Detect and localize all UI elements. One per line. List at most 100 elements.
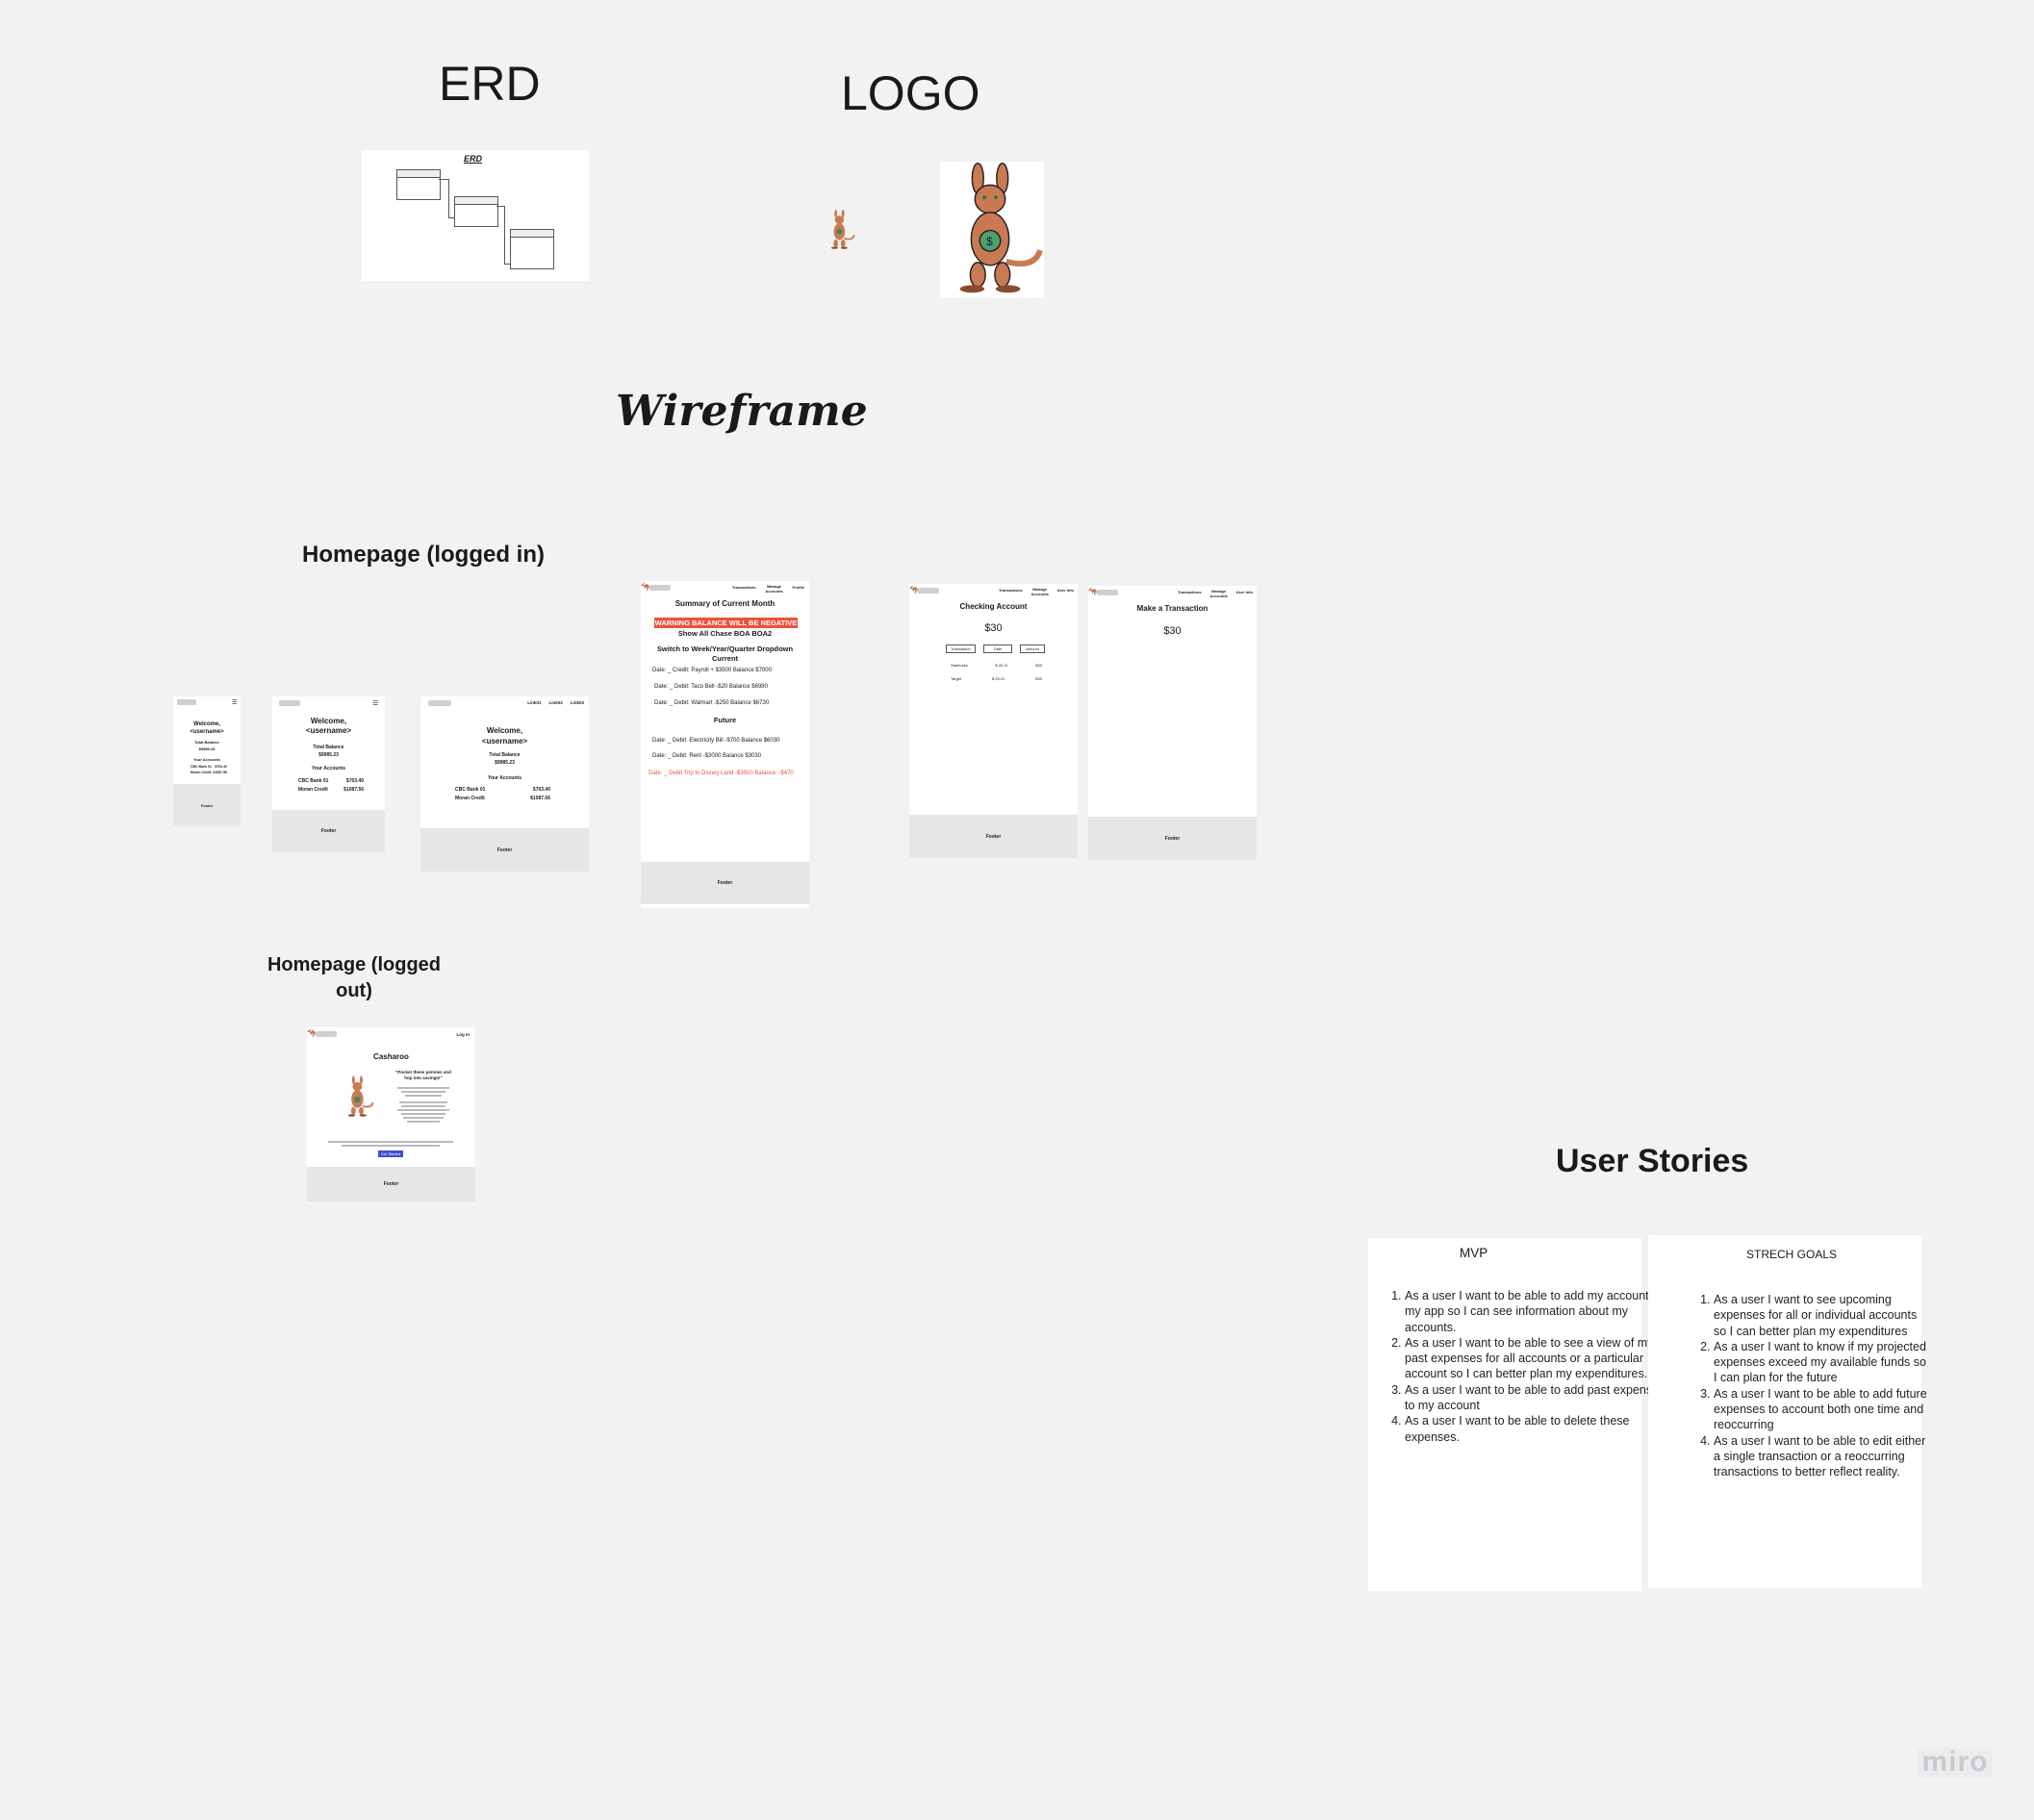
erd-title: ERD (439, 57, 541, 111)
footer: Footer (909, 815, 1078, 858)
kangaroo-hero-icon (347, 1075, 374, 1117)
table-row[interactable]: Starbucks$.20.21$30 (951, 663, 1042, 668)
total-balance-value: $9985.23 (495, 760, 515, 766)
miro-watermark[interactable]: miro (1918, 1747, 1993, 1778)
welcome-text: Welcome, (193, 721, 220, 727)
mvp-story[interactable]: As a user I want to be able to see a vie… (1405, 1335, 1670, 1382)
column-header[interactable]: Transaction (946, 645, 976, 653)
wireframe-tablet[interactable]: Link01 Link02 Link03 Welcome, <username>… (420, 696, 589, 872)
nav-link[interactable]: User Info (1235, 590, 1253, 594)
kangaroo-logo-small[interactable] (825, 202, 855, 258)
stretch-goals-card[interactable]: STRECH GOALS As a user I want to see upc… (1648, 1235, 1927, 1588)
erd-table-accounts (454, 196, 498, 227)
wireframe-logged-out[interactable]: 🦘 Log In Casharoo "Pocket those pennies … (307, 1027, 475, 1201)
show-all-filter[interactable]: Show All Chase BOA BOA2 (677, 629, 773, 638)
transaction-item[interactable]: Date: _ Debit: Electricity Bill -$700 Ba… (652, 738, 780, 744)
column-header[interactable]: Amount (1020, 645, 1045, 653)
nav-link[interactable]: Transactions (998, 588, 1023, 593)
homepage-logged-in-title: Homepage (logged in) (302, 542, 545, 568)
stretch-story-list: As a user I want to see upcoming expense… (1677, 1292, 1931, 1480)
nav-link[interactable]: Profile (792, 585, 804, 590)
nav-link[interactable]: Manage Accounts (1030, 587, 1049, 596)
footer: Footer (641, 862, 809, 904)
account-row[interactable]: CBC Bank 01$703.40 (298, 778, 364, 784)
mvp-story[interactable]: As a user I want to be able to add my ac… (1405, 1288, 1670, 1335)
get-started-button[interactable]: Get Started (378, 1150, 403, 1157)
account-row[interactable]: Moran Credit$1087.56 (191, 771, 227, 774)
transaction-item-warning[interactable]: Date: _ Debit Trip to Disney Land -$3500… (648, 771, 794, 776)
nav-link[interactable]: Transactions (731, 585, 756, 590)
mvp-card[interactable]: MVP As a user I want to be able to add m… (1368, 1238, 1668, 1591)
tagline: "Pocket those pennies and hop into savin… (395, 1070, 451, 1080)
stretch-story[interactable]: As a user I want to be able to edit eith… (1714, 1433, 1931, 1480)
table-row[interactable]: Target$.20.21$30 (951, 676, 1042, 681)
wireframe-title: Wireframe (616, 387, 868, 436)
account-row[interactable]: CBC Bank 01$703.40 (455, 787, 550, 793)
transaction-amount[interactable]: $30 (1163, 625, 1182, 637)
svg-text:$: $ (986, 236, 993, 248)
erd-diagram[interactable]: ERD (362, 150, 589, 281)
total-balance-label: Total Balance (489, 752, 521, 758)
period-dropdown[interactable]: Switch to Week/Year/Quarter Dropdown (656, 645, 794, 653)
nav-link[interactable]: Link03 (570, 700, 584, 705)
wireframe-mobile-small[interactable]: ☰ Welcome, <username> Total Balance $998… (173, 696, 241, 826)
kangaroo-nav-icon: 🦘 (641, 582, 652, 592)
mvp-story[interactable]: As a user I want to be able to add past … (1405, 1382, 1670, 1414)
erd-relation (504, 264, 510, 265)
your-accounts-label: Your Accounts (487, 775, 521, 781)
nav-link[interactable]: Transactions (1177, 590, 1202, 594)
account-row[interactable]: CBC Bank 01$703.40 (191, 765, 227, 769)
nav-logo (177, 699, 196, 705)
column-header[interactable]: Date (982, 645, 1013, 653)
stretch-story[interactable]: As a user I want to be able to add futur… (1714, 1386, 1931, 1433)
kangaroo-logo-large[interactable]: $ (940, 162, 1044, 297)
account-row[interactable]: Moran Credit$1087.56 (298, 787, 364, 793)
description-placeholder (397, 1085, 449, 1125)
transaction-item[interactable]: Date: _ Debit: Walmart -$250 Balance $67… (654, 700, 770, 706)
total-balance-label: Total Balance (194, 740, 219, 745)
your-accounts-label: Your Accounts (192, 757, 220, 762)
nav-link[interactable]: Manage Accounts (1209, 589, 1228, 598)
wireframe-summary[interactable]: 🦘 Transactions Manage Accounts Profile S… (641, 581, 809, 908)
welcome-text: Welcome, (486, 726, 523, 735)
stretch-story[interactable]: As a user I want to see upcoming expense… (1714, 1292, 1931, 1339)
future-heading: Future (713, 716, 737, 724)
erd-caption: ERD (464, 154, 483, 164)
nav-logo (649, 585, 671, 591)
mvp-card-title: MVP (1460, 1246, 1488, 1260)
footer: Footer (1088, 817, 1257, 860)
wireframe-make-transaction[interactable]: 🦘 Transactions Manage Accounts User Info… (1088, 586, 1257, 860)
wireframe-mobile-medium[interactable]: ☰ Welcome, <username> Total Balance $998… (272, 696, 385, 852)
transaction-item[interactable]: Date: _ Debit: Rent -$3000 Balance $3030 (652, 753, 762, 759)
warning-banner: WARNING BALANCE WILL BE NEGATIVE (654, 618, 798, 628)
nav-link[interactable]: Link01 (527, 700, 542, 705)
hamburger-icon[interactable]: ☰ (372, 700, 379, 707)
logo-title: LOGO (841, 66, 980, 120)
homepage-logged-out-title: Homepage (logged out) (267, 954, 441, 1001)
account-row[interactable]: Moran Credit$1087.56 (455, 796, 550, 801)
hamburger-icon[interactable]: ☰ (232, 700, 238, 706)
transaction-item[interactable]: Date: _ Credit: Payroll + $3500 Balance … (652, 668, 772, 673)
nav-link[interactable]: Manage Accounts (765, 584, 783, 594)
total-balance-label: Total Balance (313, 745, 344, 750)
mvp-story[interactable]: As a user I want to be able to delete th… (1405, 1413, 1670, 1445)
nav-logo (279, 700, 300, 706)
stretch-card-title: STRECH GOALS (1746, 1248, 1838, 1261)
erd-relation (448, 179, 449, 217)
nav-link[interactable]: User Info (1056, 588, 1074, 593)
transaction-item[interactable]: Date: _ Debit: Taco Bell -$20 Balance $6… (654, 684, 768, 690)
nav-link[interactable]: Link02 (548, 700, 563, 705)
kangaroo-nav-icon: 🦘 (307, 1028, 318, 1038)
nav-logo (316, 1031, 337, 1037)
intro-placeholder (328, 1139, 453, 1149)
footer: Footer (420, 828, 589, 872)
stretch-story[interactable]: As a user I want to know if my projected… (1714, 1339, 1931, 1386)
current-heading: Current (711, 654, 739, 663)
login-link[interactable]: Log In (456, 1032, 470, 1037)
brand-title: Casharoo (373, 1052, 409, 1061)
erd-relation (504, 206, 505, 264)
username-text: <username> (305, 726, 352, 735)
kangaroo-nav-icon: 🦘 (909, 585, 921, 594)
wireframe-checking-account[interactable]: 🦘 Transactions Manage Accounts User Info… (909, 584, 1078, 858)
